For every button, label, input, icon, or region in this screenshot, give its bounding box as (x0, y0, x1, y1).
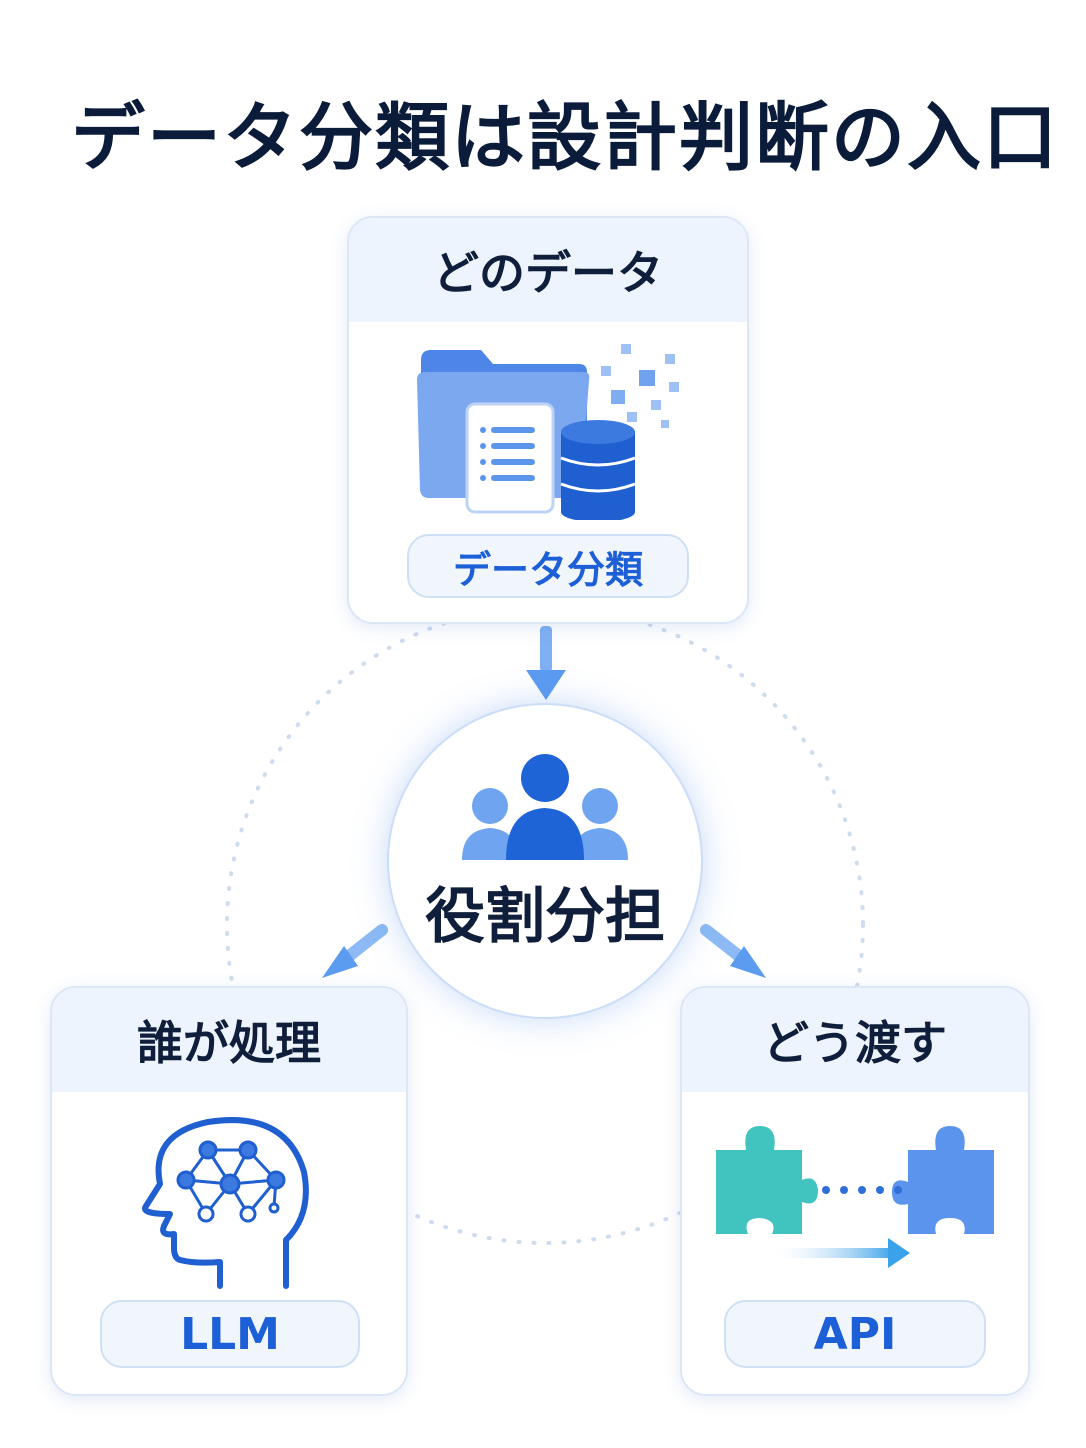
dotted-ring (225, 605, 865, 1245)
data-card-header: どのデータ (349, 218, 747, 322)
arrow-down (526, 626, 566, 700)
transfer-card-header: どう渡す (682, 988, 1028, 1092)
ai-brain-head-icon (142, 1117, 309, 1289)
role-label: 役割分担 (425, 882, 665, 952)
api-pill: API (724, 1300, 986, 1368)
arrow-down-left (322, 924, 388, 978)
llm-pill: LLM (100, 1300, 360, 1368)
people-group-icon (462, 754, 628, 860)
puzzle-connect-icon (716, 1126, 994, 1268)
processor-card-header: 誰が処理 (52, 988, 406, 1092)
folder-document-database-icon (417, 344, 679, 520)
processor-card: 誰が処理 LLM (50, 986, 408, 1396)
transfer-card: どう渡す API (680, 986, 1030, 1396)
arrow-down-right (700, 924, 766, 978)
data-classification-pill: データ分類 (407, 534, 689, 598)
page-title: データ分類は設計判断の入口 (71, 95, 1059, 181)
data-card: どのデータ データ分類 (347, 216, 749, 624)
